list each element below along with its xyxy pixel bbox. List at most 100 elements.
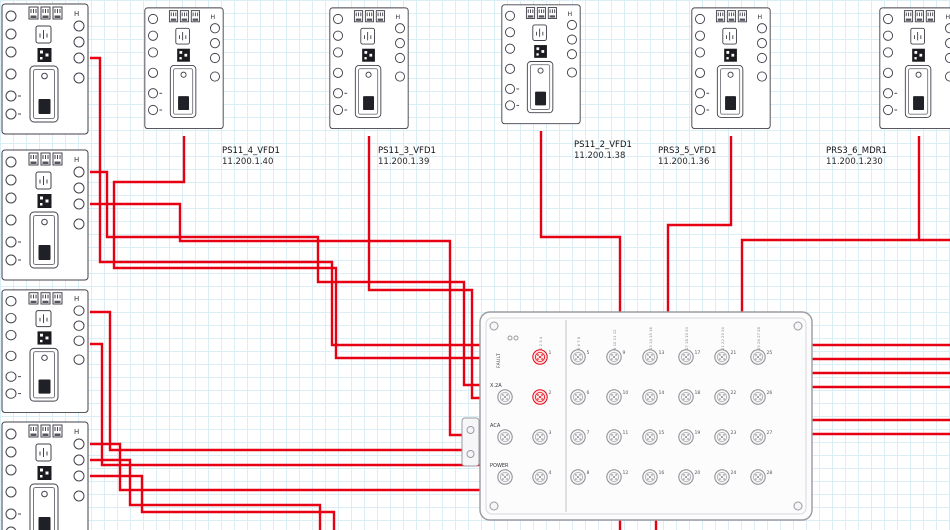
- m12-port[interactable]: [678, 349, 694, 365]
- terminal-circle: [73, 354, 85, 365]
- m12-port[interactable]: [532, 469, 548, 485]
- terminal-circle: [505, 83, 516, 94]
- terminal-circle: [333, 30, 344, 41]
- drive-device-left-2[interactable]: H: [0, 148, 90, 288]
- terminal-circle: [695, 67, 706, 78]
- terminal-block-icon: [28, 292, 63, 305]
- m12-port[interactable]: [606, 469, 622, 485]
- terminal-circle: [148, 67, 159, 78]
- m12-port[interactable]: [570, 429, 586, 445]
- drive-device-top-4[interactable]: H: [690, 6, 772, 136]
- cover-plate: [904, 64, 932, 118]
- m12-port[interactable]: [714, 389, 730, 405]
- terminal-circle: [73, 166, 85, 178]
- qr-code-icon: [37, 331, 52, 345]
- drive-device-top-3[interactable]: H: [500, 3, 582, 131]
- m12-port[interactable]: [642, 469, 658, 485]
- port-number: 10: [623, 390, 629, 396]
- drive-device-left-1[interactable]: H: [0, 2, 90, 142]
- h-marker: H: [74, 295, 79, 303]
- port-number: 13: [659, 350, 665, 356]
- terminal-circle: [566, 67, 577, 78]
- terminal-circle: [5, 526, 17, 530]
- m12-port[interactable]: [678, 429, 694, 445]
- port-number: 20: [695, 470, 701, 476]
- m12-port[interactable]: [606, 349, 622, 365]
- terminal-circle: [394, 71, 405, 82]
- m12-port[interactable]: [750, 389, 766, 405]
- usb-icon: [35, 171, 52, 190]
- terminal-circle: [566, 19, 577, 30]
- junction-box-body[interactable]: [461, 311, 813, 521]
- terminal-circle: [333, 13, 344, 25]
- port-label: ACA: [490, 423, 501, 429]
- terminal-circle: [73, 36, 85, 48]
- port-number: 22: [731, 390, 737, 396]
- display-icon: [38, 99, 51, 114]
- m12-port[interactable]: [532, 429, 548, 445]
- terminal-circle: [148, 104, 159, 116]
- m12-port[interactable]: [497, 389, 513, 405]
- m12-port[interactable]: [714, 469, 730, 485]
- m12-port[interactable]: [750, 469, 766, 485]
- m12-port[interactable]: [497, 469, 513, 485]
- ear-hole: [466, 450, 475, 458]
- drive-device-left-4[interactable]: H: [0, 420, 90, 530]
- drive-device-top-1[interactable]: H: [143, 6, 225, 136]
- usb-icon: [722, 27, 737, 45]
- port-number: 18: [695, 390, 701, 396]
- m12-port[interactable]: [642, 389, 658, 405]
- port-number: 23: [731, 430, 737, 436]
- terminal-circle: [73, 182, 85, 194]
- terminal-circle: [505, 10, 516, 21]
- drive-device-top-5[interactable]: H: [878, 6, 950, 136]
- terminal-block-icon: [168, 10, 200, 23]
- m12-port[interactable]: [750, 349, 766, 365]
- drive-device-left-3[interactable]: H: [0, 288, 90, 420]
- m12-port[interactable]: [678, 389, 694, 405]
- port-grid: [497, 349, 766, 485]
- m12-port[interactable]: [570, 389, 586, 405]
- drive-device-top-2[interactable]: H: [328, 6, 410, 136]
- m12-port[interactable]: [750, 429, 766, 445]
- terminal-circle: [695, 30, 706, 41]
- port-number: 5: [587, 350, 590, 356]
- m12-port[interactable]: [532, 389, 548, 405]
- terminal-circle: [883, 88, 894, 99]
- cover-plate: [716, 64, 744, 118]
- terminal-circle: [73, 335, 85, 346]
- terminal-circle: [5, 254, 17, 266]
- terminal-circle: [695, 47, 706, 58]
- terminal-circle: [209, 38, 220, 49]
- port-number: 15: [659, 430, 665, 436]
- m12-port[interactable]: [606, 429, 622, 445]
- cable-segment: [367, 136, 483, 400]
- m12-port[interactable]: [642, 349, 658, 365]
- m12-port[interactable]: [642, 429, 658, 445]
- port-number: 7: [587, 430, 590, 436]
- port-number: 11: [623, 430, 629, 436]
- terminal-circle: [505, 27, 516, 38]
- m12-port[interactable]: [570, 349, 586, 365]
- m12-port[interactable]: [532, 349, 548, 365]
- port-group-label: 1 2 3 4: [538, 336, 543, 350]
- h-marker: H: [395, 13, 400, 21]
- m12-port[interactable]: [606, 389, 622, 405]
- usb-icon: [175, 27, 190, 45]
- m12-port[interactable]: [497, 429, 513, 445]
- terminal-block-icon: [715, 10, 747, 23]
- port-number: 9: [623, 350, 626, 356]
- terminal-circle: [148, 47, 159, 58]
- m12-port[interactable]: [714, 349, 730, 365]
- terminal-circle: [883, 47, 894, 58]
- h-marker: H: [74, 156, 79, 164]
- m12-port[interactable]: [570, 469, 586, 485]
- m12-port[interactable]: [678, 469, 694, 485]
- terminal-circle: [505, 63, 516, 74]
- m12-port[interactable]: [714, 429, 730, 445]
- port-number: 14: [659, 390, 665, 396]
- terminal-circle: [5, 350, 17, 362]
- display-icon: [535, 91, 547, 106]
